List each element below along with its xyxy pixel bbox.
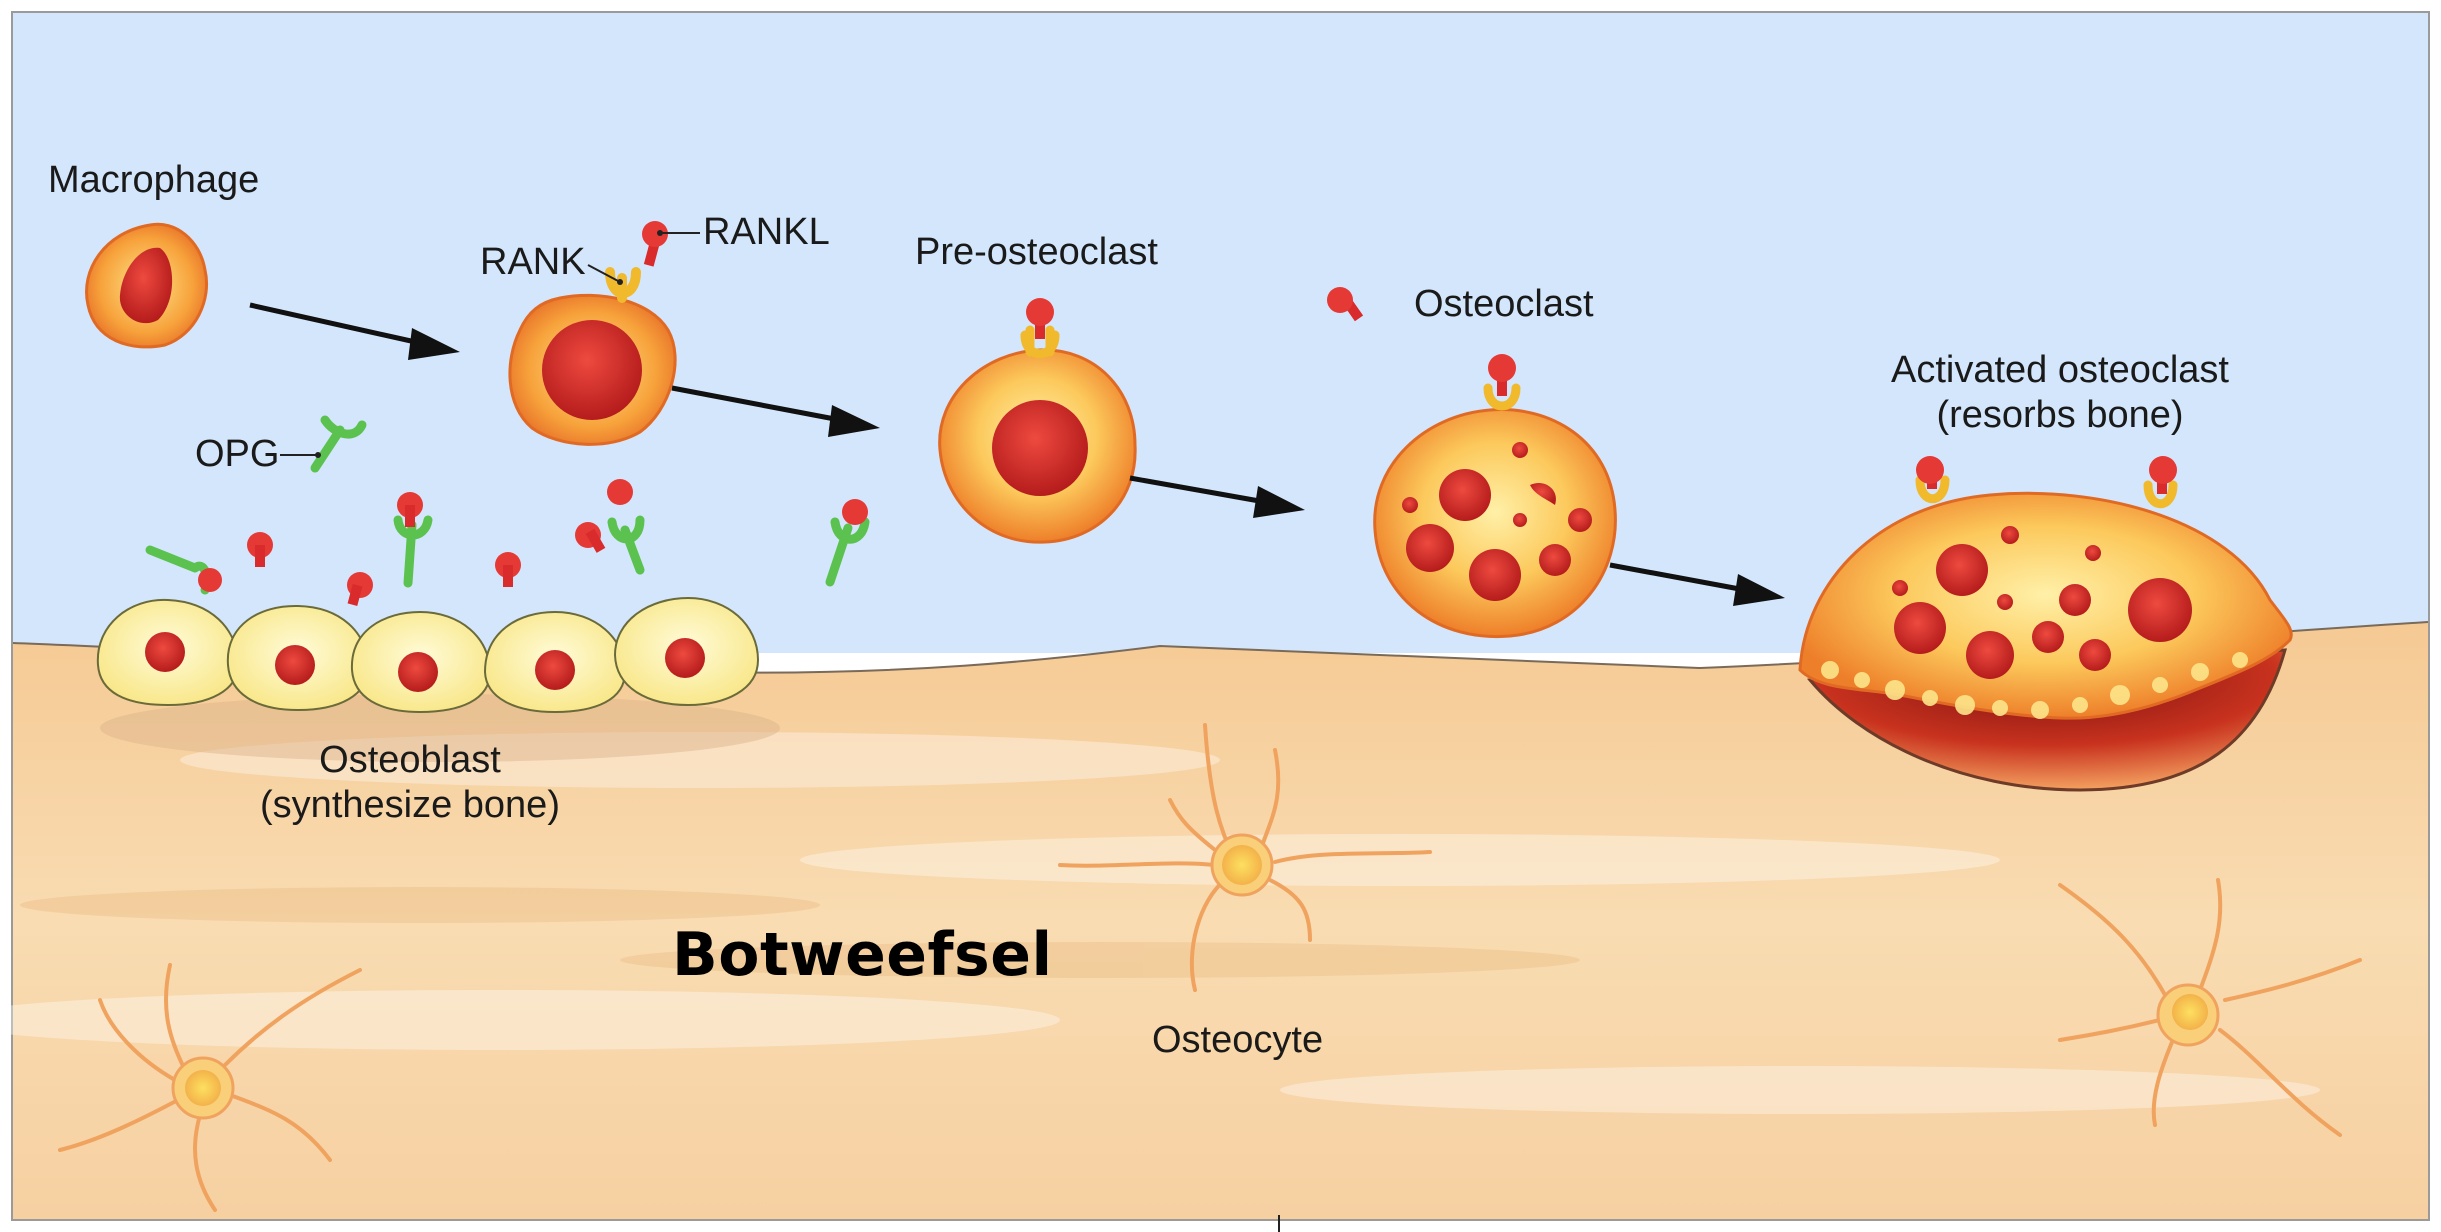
osteoclast-cell: [1373, 354, 1617, 639]
osteoblast-shadow: [100, 694, 780, 762]
rank-precursor-cell: [508, 221, 700, 446]
label-osteocyte: Osteocyte: [1152, 1019, 1324, 1061]
arrows: [249, 302, 1785, 606]
free-rankl: [1327, 287, 1364, 322]
label-osteoclast: Osteoclast: [1414, 283, 1594, 325]
osteoblast-nuclei: [145, 632, 705, 692]
label-opg: OPG: [195, 433, 280, 475]
label-activated-osteoclast: Activated osteoclast (resorbs bone): [1891, 349, 2229, 436]
osteocyte-left: [58, 963, 362, 1212]
label-rankl: RANKL: [703, 211, 830, 253]
osteocyte-right: [2058, 878, 2362, 1137]
pre-osteoclast-cell: [938, 298, 1137, 544]
bone-texture: [0, 732, 2320, 1114]
macrophage-cell: [85, 222, 209, 349]
label-osteoblast: Osteoblast (synthesize bone): [260, 739, 560, 826]
rankl-molecules: [198, 479, 868, 606]
opg-molecules: [145, 415, 870, 595]
label-tissue: Botweefsel: [672, 920, 1053, 990]
label-rank: RANK: [480, 241, 586, 283]
activated-osteoclast: [1798, 456, 2293, 792]
label-pre-osteoclast: Pre-osteoclast: [915, 231, 1158, 273]
label-macrophage: Macrophage: [48, 159, 260, 201]
bone-tissue: [13, 622, 2428, 1219]
